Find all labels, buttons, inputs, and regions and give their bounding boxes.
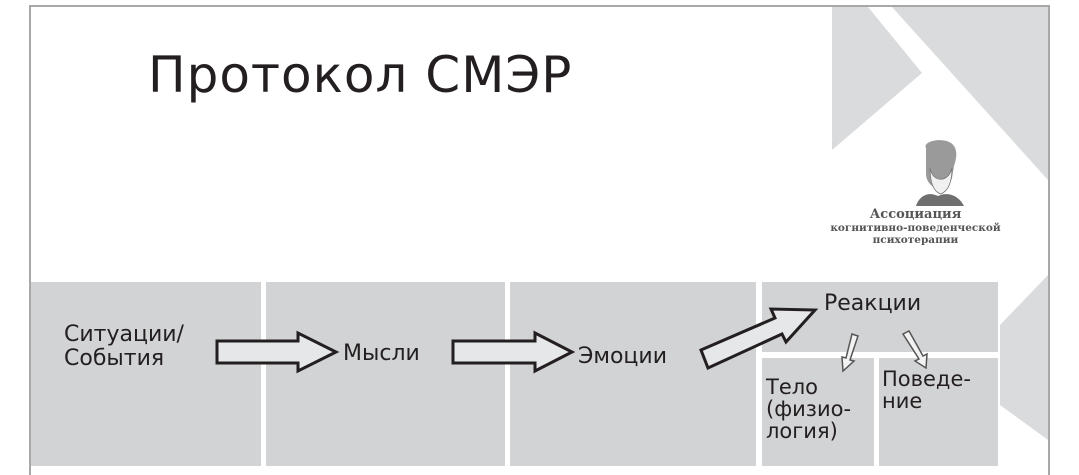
arrow-reactions-to-body-icon <box>841 333 859 373</box>
node-body-line-3: логия) <box>766 419 838 443</box>
node-behavior-line-1: Поведе- <box>882 367 971 391</box>
node-body: Тело (физио- логия) <box>766 376 851 442</box>
page-title: Протокол СМЭР <box>148 46 573 104</box>
decor-triangle-left <box>832 7 922 150</box>
box-behavior <box>879 358 998 466</box>
logo-line-3: психотерапии <box>872 234 959 246</box>
logo-line-1: Ассоциация <box>869 207 962 222</box>
node-situations-line-1: Ситуации/ <box>64 322 184 347</box>
node-reactions: Реакции <box>824 292 921 316</box>
node-body-line-1: Тело <box>766 375 819 399</box>
node-emotions-label: Эмоции <box>578 344 667 369</box>
decor-triangle-right <box>1000 275 1048 440</box>
logo-line-2: когнитивно-поведенческой <box>830 222 1001 234</box>
node-emotions: Эмоции <box>578 345 667 369</box>
node-situations-line-2: События <box>64 346 165 371</box>
node-reactions-label: Реакции <box>824 291 922 316</box>
box-situations <box>31 282 261 466</box>
box-body <box>762 358 874 466</box>
arrow-situations-to-thoughts-icon <box>215 330 340 374</box>
node-thoughts: Мысли <box>343 342 420 366</box>
arrow-emotions-to-reactions-icon <box>699 307 819 371</box>
node-situations: Ситуации/ События <box>64 323 184 371</box>
node-behavior: Поведе- ние <box>882 368 971 412</box>
node-thoughts-label: Мысли <box>343 341 420 366</box>
node-body-line-2: (физио- <box>766 397 852 421</box>
decor-triangle-top <box>892 7 1048 180</box>
box-thoughts <box>266 282 505 466</box>
box-emotions <box>510 282 756 466</box>
association-logo-text: Ассоциация когнитивно-поведенческой псих… <box>813 207 1018 247</box>
arrow-reactions-to-behavior-icon <box>901 330 928 370</box>
node-behavior-line-2: ние <box>882 389 923 413</box>
arrow-thoughts-to-emotions-icon <box>451 330 576 374</box>
